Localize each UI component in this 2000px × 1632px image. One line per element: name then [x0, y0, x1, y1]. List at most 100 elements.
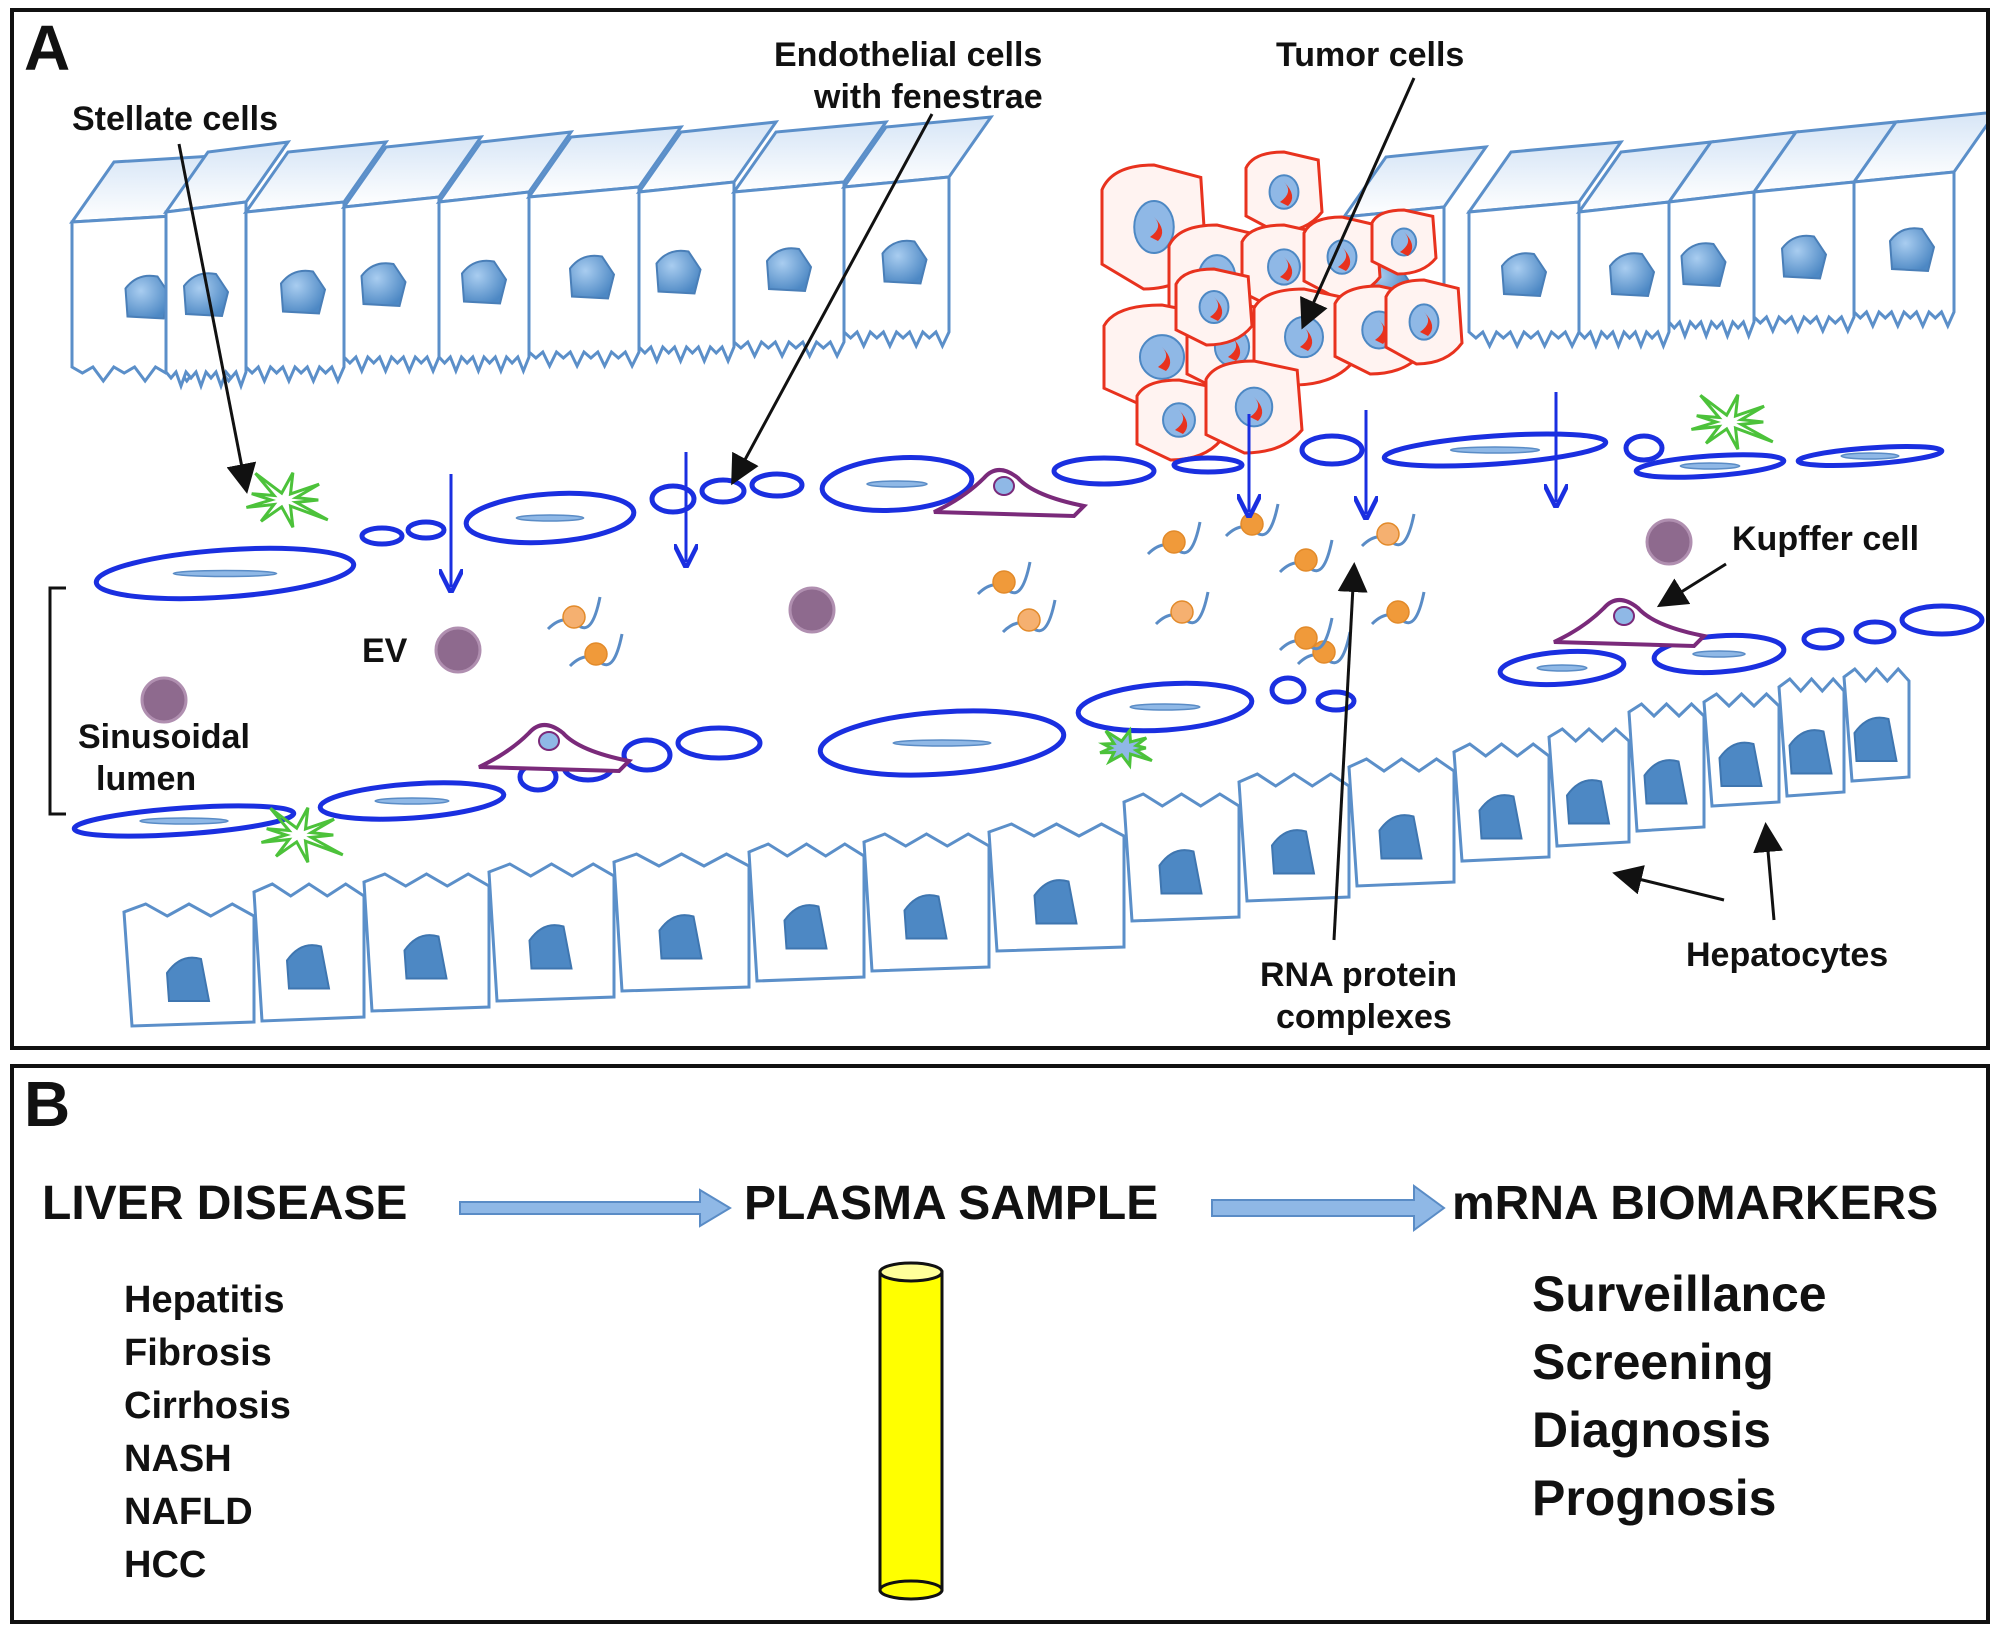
- tumor-pointer-arrow: [1300, 77, 1416, 330]
- stellate-cell: [260, 806, 344, 864]
- endothelial-membrane: [649, 483, 697, 515]
- disease-item: Fibrosis: [124, 1332, 272, 1374]
- extracellular-vesicle: [1645, 518, 1693, 566]
- hepatocyte-cell: [1627, 701, 1706, 833]
- hepatocyte-nucleus: [528, 924, 573, 970]
- tumor-cell: [1244, 150, 1324, 234]
- hepatocyte-cell: [1842, 666, 1911, 783]
- tumor-nucleus: [1267, 248, 1301, 286]
- protein-blob: [1376, 522, 1400, 546]
- use-item: Prognosis: [1532, 1470, 1777, 1526]
- rna-protein-complex: [976, 561, 1032, 596]
- tumor-nucleolus: [1338, 247, 1351, 271]
- hepatocyte-nucleus: [903, 894, 948, 940]
- stellate-outline: [1690, 393, 1774, 451]
- endothelial-cell: [71, 803, 297, 839]
- rna-protein-complex: [1146, 521, 1202, 556]
- kupffer-cell: [933, 468, 1089, 519]
- hepatocyte-cell: [340, 135, 485, 375]
- sinusoid-contents: [140, 393, 1774, 864]
- hepatocyte-nucleus: [1680, 242, 1727, 288]
- tumor-cell-cluster: [1100, 150, 1464, 462]
- stellate-pointer-arrow: [177, 143, 257, 494]
- use-item: Screening: [1532, 1334, 1774, 1390]
- endothelial-membrane: [1269, 675, 1307, 705]
- tumor-cell: [1384, 278, 1464, 366]
- rna-protein-complex: [1224, 503, 1280, 538]
- hepatocyte-cell: [1850, 111, 1986, 330]
- disease-item: NAFLD: [124, 1491, 253, 1533]
- tumor-nucleolus: [1280, 257, 1293, 281]
- rna-complex-pointer-arrow: [1332, 562, 1368, 941]
- stellate-outline: [245, 471, 329, 529]
- protein-blob: [562, 605, 586, 629]
- hepatocyte-cell: [1122, 792, 1241, 923]
- hepatocyte-nucleus: [1033, 879, 1078, 925]
- disease-item: HCC: [124, 1544, 207, 1586]
- tumor-nucleolus: [1175, 410, 1188, 434]
- stellate-cells-label: Stellate cells: [72, 100, 279, 138]
- tumor-nucleolus: [1250, 397, 1263, 421]
- hepatocyte-cell: [862, 832, 991, 973]
- stellate-cell: [1690, 393, 1774, 451]
- protein-blob: [1240, 512, 1264, 536]
- liver-sinusoid-diagram: [48, 77, 1986, 1028]
- lumen-bracket: [48, 586, 66, 816]
- hepatocyte-cell: [747, 842, 866, 983]
- endothelial-nucleus: [172, 569, 278, 578]
- hepatocyte-nucleus: [1780, 234, 1828, 280]
- endothelial-cell: [1269, 675, 1307, 705]
- rna-protein-complexes-label-line2: complexes: [1276, 998, 1452, 1036]
- endothelial-nucleus: [1449, 446, 1541, 454]
- hepatocyte-nucleus: [182, 272, 230, 318]
- endothelial-membrane: [1801, 627, 1845, 651]
- hepatocyte-nucleus: [1888, 227, 1936, 273]
- endothelial-nucleus: [1840, 452, 1900, 460]
- hepatocyte-nucleus: [1853, 716, 1898, 762]
- hepatocyte-nucleus: [1718, 741, 1763, 787]
- endothelial-cell: [405, 519, 447, 541]
- kupffer-cell: [478, 723, 634, 774]
- tumor-cells-label: Tumor cells: [1276, 36, 1465, 74]
- tumor-nucleus: [1234, 386, 1274, 428]
- tumor-nucleolus: [1420, 312, 1433, 336]
- hepatocyte-cell: [635, 120, 780, 365]
- panel-b: B LIVER DISEASE PLASMA SAMPLE mRNA BIOMA…: [10, 1064, 1990, 1624]
- endothelial-cell: [317, 780, 507, 822]
- endothelial-cell: [1853, 619, 1897, 645]
- tumor-nucleus: [1133, 199, 1175, 255]
- hepatocyte-cell: [1237, 772, 1351, 903]
- arrow-disease-to-plasma: [459, 1188, 732, 1228]
- hepatocyte-nucleus: [655, 249, 702, 295]
- stellate-cell: [245, 471, 329, 529]
- tumor-nucleolus: [1375, 320, 1388, 344]
- endothelial-cell: [1381, 431, 1609, 469]
- endothelial-membrane: [621, 737, 673, 773]
- hepatocyte-pointer-arrow-up: [1753, 822, 1784, 921]
- endothelial-nucleus: [515, 514, 585, 522]
- extracellular-vesicle: [788, 586, 836, 634]
- hepatocyte-cell: [730, 120, 890, 360]
- rna-protein-complex: [1278, 617, 1334, 652]
- hepatocyte-nucleus: [460, 259, 508, 305]
- tumor-nucleolus: [1300, 327, 1313, 351]
- sinusoidal-lumen-label-line2: lumen: [96, 760, 197, 798]
- endothelial-membrane: [749, 471, 805, 499]
- hepatocyte-nucleus: [881, 239, 928, 285]
- hepatocyte-cell: [987, 822, 1126, 953]
- hepatocyte-cell: [242, 140, 390, 385]
- kupffer-nucleus: [1613, 606, 1635, 626]
- plasma-sample-heading: PLASMA SAMPLE: [744, 1177, 1159, 1230]
- tumor-nucleus: [1162, 402, 1196, 438]
- tumor-nucleolus: [1228, 337, 1241, 361]
- endothelial-pointer-arrow: [731, 113, 934, 486]
- use-item: Diagnosis: [1532, 1402, 1771, 1458]
- hepatocyte-pointer-arrow-left: [1612, 865, 1725, 902]
- endothelial-cell: [1497, 648, 1627, 688]
- protein-blob: [584, 642, 608, 666]
- rna-protein-complex: [1370, 591, 1426, 626]
- arrow-plasma-to-biomarkers: [1211, 1184, 1446, 1232]
- protein-blob: [1017, 608, 1041, 632]
- hepatocyte-nucleus: [658, 914, 703, 960]
- hepatocyte-cell: [435, 130, 575, 376]
